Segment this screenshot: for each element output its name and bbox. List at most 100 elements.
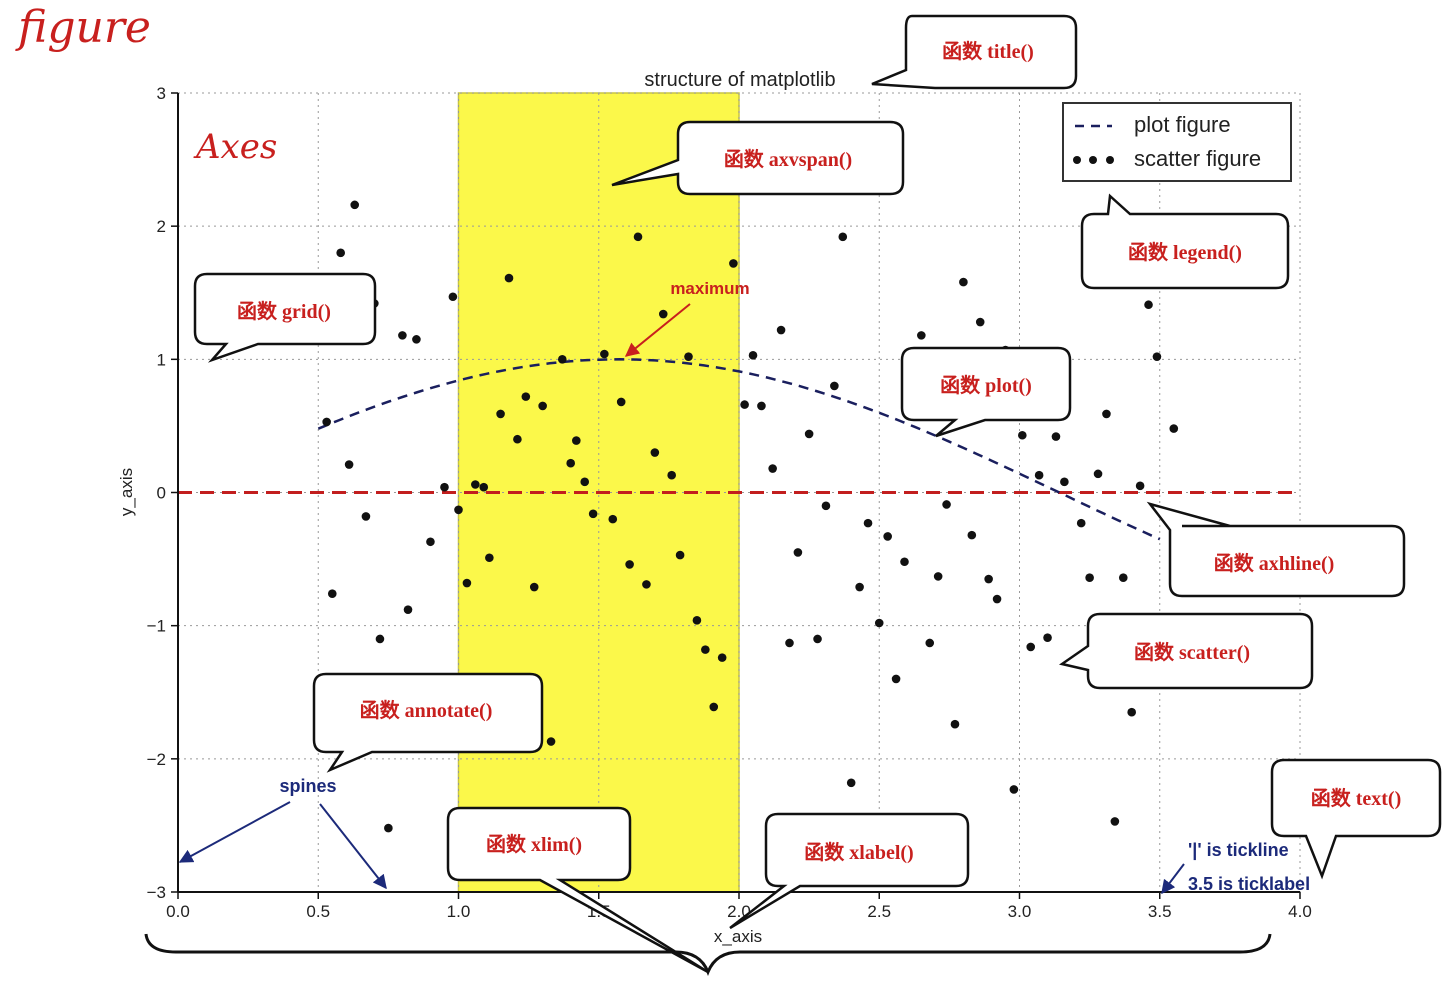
plot-curve <box>317 358 1161 541</box>
scatter-point <box>322 417 331 427</box>
scatter-point <box>616 397 626 407</box>
scatter-point <box>504 273 514 283</box>
scatter-point <box>717 653 727 662</box>
scatter-point <box>344 460 354 469</box>
scatter-point <box>838 232 848 242</box>
scatter-point <box>793 548 803 557</box>
spines-label: spines <box>279 776 336 796</box>
callout-text-text: 函数 text() <box>1311 786 1402 810</box>
scatter-point <box>729 259 738 268</box>
scatter-point <box>1034 470 1044 480</box>
scatter-point <box>785 638 794 648</box>
scatter-point <box>874 618 884 628</box>
scatter-point <box>813 634 822 644</box>
scatter-point <box>403 605 413 614</box>
callout-plot-text: 函数 plot() <box>940 373 1032 397</box>
scatter-point <box>1152 352 1162 361</box>
chart-title: structure of matplotlib <box>644 69 835 91</box>
callout-axhline: 函数 axhline() <box>1146 501 1406 598</box>
scatter-point <box>1018 430 1027 440</box>
scatter-point <box>830 381 839 391</box>
callout-grid: 函数 grid() <box>193 272 377 363</box>
x-tick-label: 0.0 <box>166 902 190 921</box>
x-tick-label: 3.5 <box>1148 902 1172 921</box>
y-tick-label: 1 <box>157 350 166 369</box>
scatter-point <box>1085 573 1094 583</box>
callout-legend: 函数 legend() <box>1080 193 1290 290</box>
scatter-point <box>821 501 831 511</box>
spines-arrow-left <box>178 801 291 863</box>
callout-scatter-text: 函数 scatter() <box>1134 640 1250 664</box>
annotation-maximum: maximum <box>670 279 749 298</box>
y-axis-label: y_axis <box>117 468 136 516</box>
x-tick-label: 1.0 <box>447 902 471 921</box>
scatter-point <box>740 400 749 409</box>
scatter-point <box>900 557 909 567</box>
scatter-point <box>580 477 590 487</box>
scatter-point <box>692 616 702 625</box>
scatter-point <box>1135 481 1145 491</box>
legend: plot figure scatter figure <box>1062 102 1292 182</box>
scatter-point <box>992 594 1002 604</box>
scatter-point <box>757 401 766 411</box>
scatter-point <box>855 582 864 592</box>
callout-axvspan: 函数 axvspan() <box>611 120 905 196</box>
scatter-point <box>479 482 489 492</box>
y-tick-label: −2 <box>147 750 166 769</box>
scatter-point <box>1110 817 1120 826</box>
x-tick-label: 3.0 <box>1008 902 1032 921</box>
scatter-point <box>804 429 814 439</box>
scatter-point <box>521 392 531 401</box>
callout-xlim-text: 函数 xlim() <box>486 832 582 856</box>
scatter-point <box>748 351 758 360</box>
scatter-point <box>1060 477 1069 487</box>
scatter-point <box>375 634 385 644</box>
callout-grid-text: 函数 grid() <box>237 299 331 323</box>
scatter-point <box>572 436 581 445</box>
figure-label: figure <box>15 2 151 53</box>
scatter-point <box>1102 409 1111 419</box>
callout-title-text: 函数 title() <box>942 39 1034 63</box>
callout-plot: 函数 plot() <box>900 346 1072 438</box>
callout-axvspan-text: 函数 axvspan() <box>724 147 852 171</box>
scatter-point <box>496 409 505 419</box>
scatter-point <box>925 638 935 648</box>
scatter-point <box>588 509 598 519</box>
scatter-point <box>768 464 777 473</box>
callout-xlim: 函数 xlim() <box>446 806 709 974</box>
scatter-point <box>384 823 393 833</box>
legend-dot-swatch <box>1106 156 1114 164</box>
callout-title: 函数 title() <box>871 14 1078 90</box>
scatter-point <box>454 505 463 515</box>
scatter-point <box>608 514 618 524</box>
scatter-point <box>462 578 472 588</box>
scatter-point <box>485 553 494 563</box>
scatter-point <box>776 325 786 335</box>
ticklabel-arrow <box>1161 863 1185 895</box>
scatter-point <box>1043 633 1052 642</box>
scatter-point <box>967 530 977 540</box>
scatter-point <box>600 349 609 359</box>
scatter-point <box>546 737 556 746</box>
scatter-point <box>361 512 371 521</box>
scatter-point <box>658 309 668 319</box>
scatter-point <box>566 458 575 468</box>
x-tick-label: 4.0 <box>1288 902 1312 921</box>
legend-label-plot: plot figure <box>1134 112 1231 137</box>
scatter-point <box>675 550 685 560</box>
axes-label: Axes <box>193 127 277 167</box>
scatter-point <box>959 277 968 287</box>
scatter-point <box>398 331 407 340</box>
scatter-point <box>625 560 634 569</box>
scatter-point <box>846 778 856 788</box>
scatter-point <box>1051 432 1061 441</box>
curve-layer <box>317 358 1161 541</box>
callout-axhline-text: 函数 axhline() <box>1214 551 1335 575</box>
scatter-point <box>412 335 421 344</box>
y-tick-label: −3 <box>147 883 166 902</box>
scatter-point <box>650 448 660 457</box>
scatter-point <box>529 582 539 592</box>
scatter-point <box>709 702 719 712</box>
scatter-point <box>933 572 943 581</box>
